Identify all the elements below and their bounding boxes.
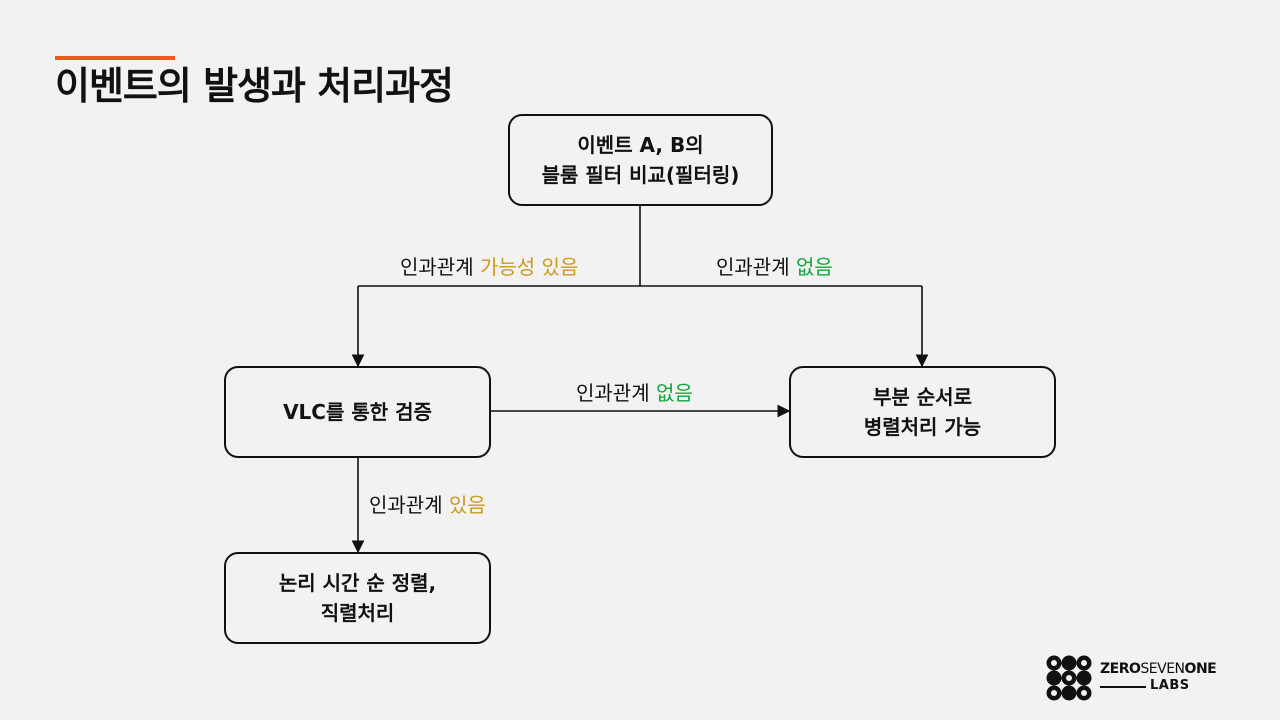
edge-label-left-top-prefix: 인과관계 (400, 255, 474, 279)
logo-brand-one: ONE (1184, 661, 1217, 677)
edge-label-middle-highlight: 없음 (655, 381, 693, 405)
node-bloom-line2: 블룸 필터 비교(필터링) (541, 163, 740, 187)
node-vlc: VLC를 통한 검증 (224, 366, 491, 458)
edge-label-down-prefix: 인과관계 (369, 493, 443, 517)
node-logical-line1: 논리 시간 순 정렬, (278, 571, 437, 595)
edge-label-right-top: 인과관계 없음 (716, 254, 833, 280)
edge-label-down: 인과관계 있음 (369, 492, 486, 518)
node-bloom-line1: 이벤트 A, B의 (577, 133, 704, 157)
node-vlc-line1: VLC를 통한 검증 (283, 400, 432, 424)
edge-label-right-top-highlight: 없음 (795, 255, 833, 279)
edge-label-middle: 인과관계 없음 (576, 380, 693, 406)
node-partial-order: 부분 순서로 병렬처리 가능 (789, 366, 1056, 458)
node-bloom-filter: 이벤트 A, B의 블룸 필터 비교(필터링) (508, 114, 773, 206)
zero-seven-one-labs-logo: ZEROSEVENONE LABS (1046, 655, 1236, 701)
page-title: 이벤트의 발생과 처리과정 (55, 64, 454, 108)
edge-label-middle-prefix: 인과관계 (576, 381, 650, 405)
logo-labs-text: LABS (1150, 678, 1190, 693)
node-partial-line2: 병렬처리 가능 (863, 415, 982, 439)
logo-brand-text: ZEROSEVENONE (1100, 661, 1217, 677)
node-logical-line2: 직렬처리 (320, 601, 395, 625)
logo-dots-icon (1046, 655, 1092, 701)
edge-label-left-top: 인과관계 가능성 있음 (400, 254, 578, 280)
logo-brand-seven: SEVEN (1140, 661, 1185, 677)
logo-brand-zero: ZERO (1100, 661, 1141, 677)
edge-label-right-top-prefix: 인과관계 (716, 255, 790, 279)
edge-label-left-top-highlight: 가능성 있음 (479, 255, 579, 279)
edge-label-down-highlight: 있음 (448, 493, 486, 517)
title-accent-bar (55, 56, 175, 60)
node-logical-time: 논리 시간 순 정렬, 직렬처리 (224, 552, 491, 644)
node-partial-line1: 부분 순서로 (873, 385, 972, 409)
logo-divider-line (1100, 686, 1146, 688)
